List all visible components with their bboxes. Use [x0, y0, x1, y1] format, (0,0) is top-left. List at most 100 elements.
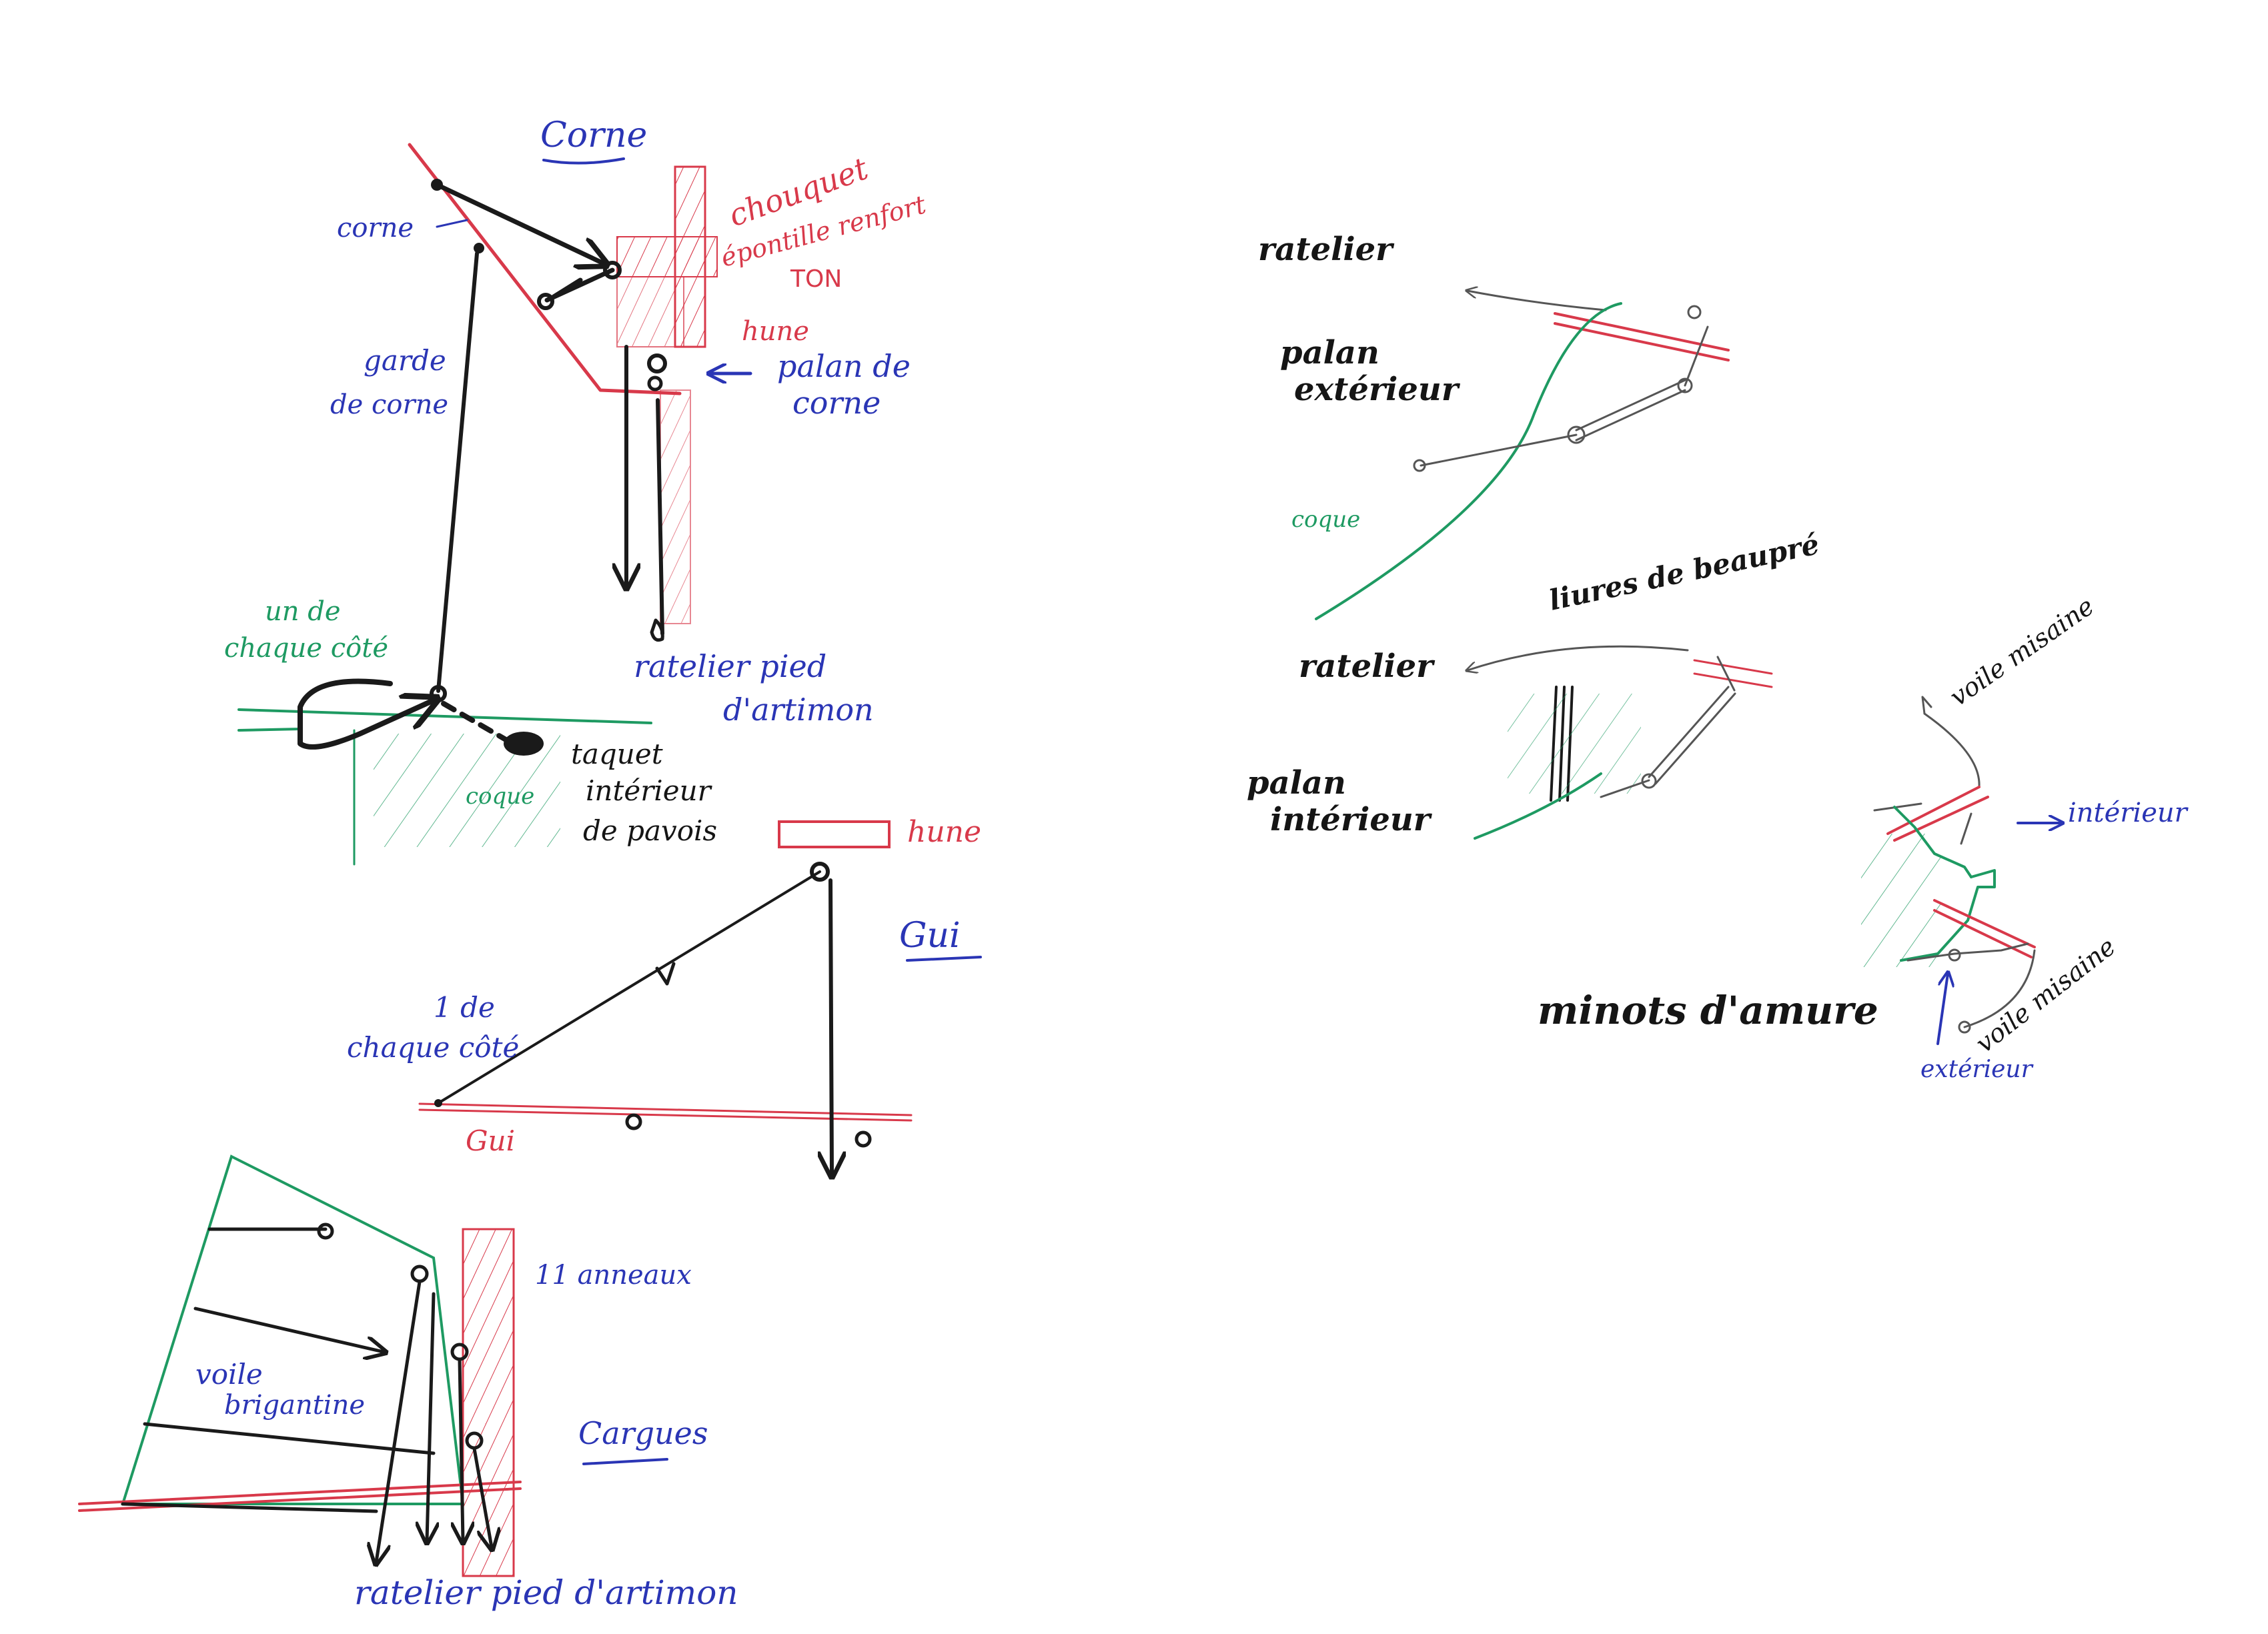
- label-chaque-cote: chaque côté: [347, 1031, 519, 1064]
- label-coque: coque: [466, 783, 534, 810]
- rail: [1693, 659, 1773, 688]
- hune-box: [778, 820, 891, 848]
- label-liures: liures de beaupré: [1546, 528, 1822, 617]
- gaff-line: [434, 182, 604, 263]
- label-ratelier-pied-dartimon: ratelier pied d'artimon: [354, 1573, 738, 1612]
- misaine-diagram: voile misaine intérieur minots d'amure v…: [1538, 591, 2189, 1083]
- label-voile-misaine-top: voile misaine: [1944, 591, 2099, 712]
- brail-fall: [376, 1280, 422, 1562]
- label-interieur: intérieur: [1270, 801, 1433, 838]
- palan-line: [1420, 325, 1709, 467]
- ring-icon: [625, 1113, 642, 1130]
- gui-point: [434, 1099, 442, 1107]
- corne-title: Corne: [540, 115, 647, 155]
- ring-icon: [1958, 1020, 1971, 1034]
- gaff-spar: [408, 143, 682, 395]
- block-icon: [1677, 377, 1693, 393]
- minot-line: [1906, 942, 2029, 962]
- label-de-pavois: de pavois: [583, 814, 717, 847]
- label-ratelier-top: ratelier: [1258, 231, 1395, 268]
- block-icon: [410, 1265, 429, 1283]
- palan-ext: [1575, 379, 1686, 442]
- label-cargues: Cargues: [578, 1415, 708, 1451]
- block-icon: [317, 1222, 334, 1240]
- label-interieur: intérieur: [586, 774, 713, 807]
- palan-int: [1600, 656, 1736, 798]
- underline: [582, 1458, 668, 1465]
- gui-line: [437, 870, 821, 1104]
- block-icon: [537, 293, 554, 310]
- gaff-peak-block: [431, 179, 443, 191]
- block-icon: [1641, 773, 1657, 789]
- label-1-de: 1 de: [434, 991, 495, 1024]
- mizzen-mast: [462, 1228, 515, 1577]
- sheet-loop: [298, 678, 434, 750]
- label-de-corne: de corne: [330, 389, 448, 420]
- label-voile: voile: [195, 1358, 263, 1391]
- label-chaque-cote: chaque côté: [224, 633, 388, 664]
- title-underline: [906, 956, 982, 962]
- ring-icon: [855, 1130, 872, 1148]
- gui-arrow-icon: [655, 962, 676, 986]
- ring-icon: [1687, 305, 1702, 319]
- tack-line: [1923, 712, 1980, 788]
- hull-line: [1900, 869, 1996, 962]
- brail-line: [193, 1307, 384, 1352]
- brail-fall: [427, 1292, 434, 1541]
- palan-block-icon: [647, 353, 667, 373]
- cleat-icon: [504, 732, 544, 756]
- gui-fall: [830, 878, 832, 1174]
- hook-icon: [1921, 696, 1932, 715]
- label-palan-de: palan de: [777, 348, 911, 384]
- ratelier-line: [1468, 645, 1689, 670]
- sheet-block-icon: [430, 685, 447, 702]
- label-ratelier-pied: ratelier pied: [634, 648, 826, 684]
- label-coque: coque: [1291, 506, 1360, 533]
- palan-fall: [656, 398, 664, 636]
- label-corne: corne: [337, 213, 414, 243]
- label-palan-ext: palan: [1280, 334, 1379, 371]
- vang-block: [474, 243, 484, 253]
- exterieur-arrow-icon: [1936, 974, 1948, 1045]
- label-palan-int: palan: [1247, 764, 1346, 802]
- brail-fall: [460, 1359, 463, 1541]
- brail-line: [143, 1422, 436, 1455]
- gui-title: Gui: [899, 916, 961, 956]
- label-hune-box: hune: [907, 815, 981, 849]
- tack-line: [1963, 949, 2036, 1028]
- brigantine-diagram: 11 anneaux voile brigantine Cargues rate…: [78, 1154, 738, 1612]
- corne-diagram: Corne corne chouquet épontille renfort T: [224, 115, 981, 866]
- brail-line: [121, 1502, 378, 1513]
- label-garde: garde: [364, 344, 446, 377]
- palan-block-icon: [647, 375, 663, 391]
- cleat-line: [441, 701, 510, 743]
- label-taquet: taquet: [571, 738, 663, 770]
- brigantine-boom: [78, 1481, 522, 1512]
- label-un-de: un de: [265, 596, 341, 627]
- rail: [1554, 312, 1730, 361]
- hull-hatch: [1508, 694, 1641, 794]
- boom-spar: [418, 1102, 913, 1122]
- label-palan-corne: corne: [792, 385, 881, 421]
- boom-rail: [1933, 899, 2036, 958]
- boom-rail: [1886, 786, 1989, 842]
- block-icon: [603, 261, 622, 279]
- label-anneaux: 11 anneaux: [535, 1260, 692, 1291]
- vang-line: [436, 251, 479, 693]
- hull-curve: [1474, 772, 1602, 840]
- label-interieur: intérieur: [2068, 798, 2189, 828]
- label-exterieur: extérieur: [1294, 371, 1461, 408]
- brail-fall: [472, 1447, 492, 1547]
- label-gui: Gui: [466, 1124, 515, 1157]
- label-dartimon: d'artimon: [723, 692, 874, 728]
- belay-loop: [650, 618, 664, 642]
- ratelier-line: [1468, 291, 1607, 311]
- hull-hatch: [1861, 834, 1941, 967]
- tackle-block-lines: [544, 267, 615, 303]
- ring-icon: [1413, 459, 1426, 472]
- gui-diagram: Gui 1 de chaque côté Gui: [347, 862, 982, 1174]
- gui-block-icon: [810, 862, 830, 882]
- label-hune: hune: [742, 316, 809, 347]
- label-ratelier-mid: ratelier: [1299, 648, 1436, 685]
